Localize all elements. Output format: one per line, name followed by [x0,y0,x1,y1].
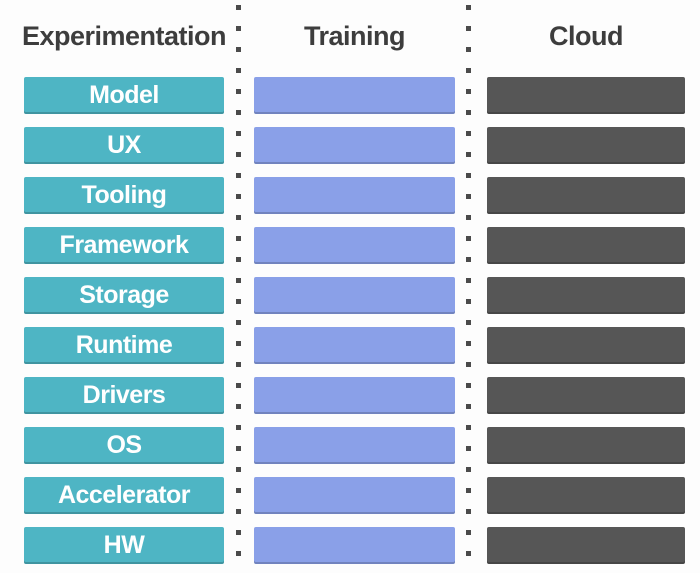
experimentation-bar: OS [24,427,224,464]
cloud-bar [487,527,685,564]
row-label: Runtime [75,331,173,359]
experimentation-bar: Drivers [24,377,224,414]
column-cloud-bars [487,77,685,573]
training-bar [254,177,455,214]
row-label: Drivers [82,381,166,409]
cloud-bar [487,327,685,364]
experimentation-bar: Model [24,77,224,114]
training-bar [254,77,455,114]
row-label: UX [107,131,141,159]
experimentation-bar: HW [24,527,224,564]
column-header-training: Training [303,20,406,51]
row-label: OS [106,431,142,459]
experimentation-bar: Storage [24,277,224,314]
cloud-bar [487,427,685,464]
training-bar [254,327,455,364]
column-training-bars [254,77,455,573]
row-label: Framework [59,231,189,259]
row-label: HW [103,531,145,559]
cloud-bar [487,77,685,114]
training-bar [254,277,455,314]
training-bar [254,377,455,414]
row-label: Storage [79,281,169,309]
row-label: Accelerator [57,481,191,509]
training-bar [254,527,455,564]
training-bar [254,477,455,514]
dotted-divider-right [466,5,471,571]
cloud-bar [487,377,685,414]
experimentation-bar: Runtime [24,327,224,364]
training-bar [254,427,455,464]
row-label: Model [89,81,159,109]
cloud-bar [487,227,685,264]
dotted-divider-left [236,5,241,571]
cloud-bar [487,277,685,314]
training-bar [254,227,455,264]
row-label: Tooling [81,181,167,209]
cloud-bar [487,477,685,514]
experimentation-bar: UX [24,127,224,164]
experimentation-bar: Framework [24,227,224,264]
cloud-bar [487,127,685,164]
column-header-experimentation: Experimentation [21,20,227,51]
experimentation-bar: Accelerator [24,477,224,514]
column-header-cloud: Cloud [549,20,623,51]
experimentation-bar: Tooling [24,177,224,214]
training-bar [254,127,455,164]
cloud-bar [487,177,685,214]
